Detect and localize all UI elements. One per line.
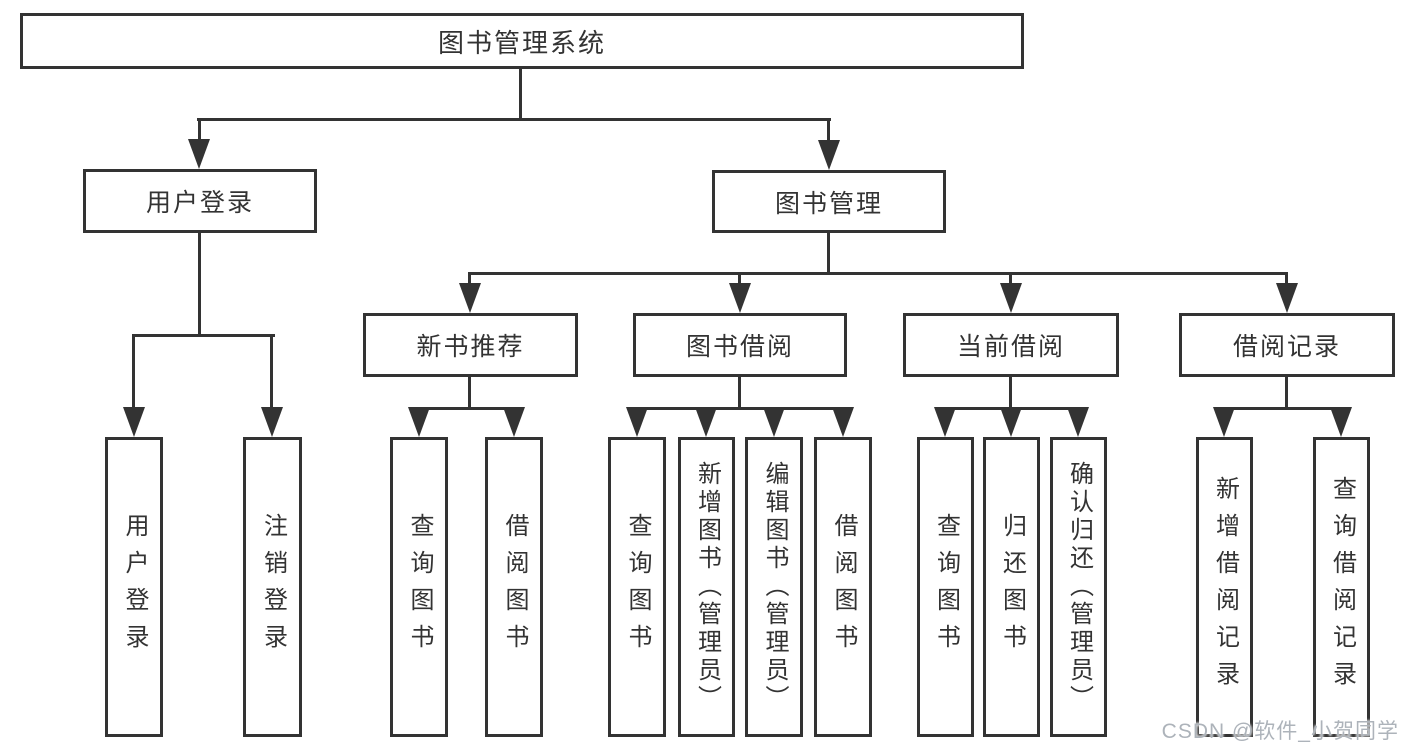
node-system-root-label: 图书管理系统 <box>437 27 606 58</box>
connector-user-login-drop <box>198 118 201 140</box>
connector-new-book-rec-stem <box>468 377 471 410</box>
node-return-books: 归还图书 <box>983 437 1040 737</box>
arrowhead-confirm-return-admin <box>1067 407 1089 437</box>
node-book-mgmt: 图书管理 <box>712 170 946 233</box>
node-current-borrow-label: 当前借阅 <box>956 333 1065 361</box>
node-user-login: 用户登录 <box>83 169 317 233</box>
arrowhead-add-borrow-record <box>1213 407 1235 437</box>
arrowhead-user-login <box>188 139 210 169</box>
node-book-borrow-label: 图书借阅 <box>685 333 794 361</box>
connector-bus-user-login <box>132 334 275 337</box>
connector-new-book-rec-drop <box>468 272 471 286</box>
node-book-borrow: 图书借阅 <box>633 313 847 377</box>
node-logout-action-label: 注销登录 <box>259 513 287 661</box>
connector-bus-level2 <box>197 118 831 121</box>
node-borrow-records-label: 借阅记录 <box>1232 333 1341 361</box>
node-logout-action: 注销登录 <box>243 437 302 737</box>
connector-book-borrow-drop <box>738 272 741 286</box>
node-new-book-rec: 新书推荐 <box>363 313 578 377</box>
connector-bus-book-borrow <box>635 407 845 410</box>
node-query-books-current-label: 查询图书 <box>932 513 960 661</box>
node-add-books-admin-label: 新增图书（管理员） <box>693 461 721 713</box>
arrowhead-query-borrow-record <box>1330 407 1352 437</box>
node-edit-books-admin: 编辑图书（管理员） <box>745 437 803 737</box>
connector-logout-drop <box>270 334 273 409</box>
node-query-books-borrow-label: 查询图书 <box>624 513 651 661</box>
node-book-mgmt-label: 图书管理 <box>774 189 883 218</box>
connector-borrow-records-stem <box>1285 377 1288 410</box>
node-borrow-records: 借阅记录 <box>1179 313 1395 377</box>
connector-book-mgmt-stem <box>827 233 830 275</box>
node-add-borrow-record: 新增借阅记录 <box>1196 437 1253 737</box>
node-query-books-current: 查询图书 <box>917 437 974 737</box>
arrowhead-borrow-records <box>1276 283 1298 313</box>
connector-book-borrow-stem <box>738 377 741 410</box>
arrowhead-add-books-admin <box>695 407 717 437</box>
node-current-borrow: 当前借阅 <box>903 313 1119 377</box>
node-query-books-newrec-label: 查询图书 <box>406 513 433 661</box>
arrowhead-borrow-books-borrow <box>832 407 854 437</box>
node-user-login-action-label: 用户登录 <box>121 513 148 661</box>
node-borrow-books-borrow: 借阅图书 <box>814 437 872 737</box>
node-query-borrow-record: 查询借阅记录 <box>1313 437 1370 737</box>
node-confirm-return-admin-label: 确认归还（管理员） <box>1065 461 1093 713</box>
arrowhead-query-books-borrow <box>626 407 648 437</box>
arrowhead-return-books <box>1000 407 1022 437</box>
connector-bus-new-book-rec <box>417 407 516 410</box>
arrowhead-new-book-rec <box>459 283 481 313</box>
node-user-login-action: 用户登录 <box>105 437 163 737</box>
connector-bus-level3 <box>468 272 1288 275</box>
arrowhead-borrow-books-newrec <box>503 407 525 437</box>
node-new-book-rec-label: 新书推荐 <box>416 333 525 361</box>
arrowhead-book-mgmt <box>818 140 840 170</box>
node-edit-books-admin-label: 编辑图书（管理员） <box>761 461 788 713</box>
node-system-root: 图书管理系统 <box>20 13 1024 69</box>
connector-current-borrow-drop <box>1009 272 1012 286</box>
node-query-books-borrow: 查询图书 <box>608 437 666 737</box>
connector-book-mgmt-drop <box>827 118 830 142</box>
connector-borrow-records-drop <box>1285 272 1288 286</box>
arrowhead-logout <box>261 407 283 437</box>
node-query-books-newrec: 查询图书 <box>390 437 448 737</box>
node-borrow-books-newrec: 借阅图书 <box>485 437 543 737</box>
connector-root-stem <box>519 68 522 121</box>
node-return-books-label: 归还图书 <box>998 513 1026 661</box>
node-user-login-label: 用户登录 <box>145 189 254 217</box>
node-add-borrow-record-label: 新增借阅记录 <box>1211 476 1239 698</box>
arrowhead-book-borrow <box>729 283 751 313</box>
arrowhead-query-books-newrec <box>408 407 430 437</box>
arrowhead-current-borrow <box>1000 283 1022 313</box>
arrowhead-edit-books-admin <box>763 407 785 437</box>
connector-login-drop <box>132 334 135 409</box>
node-confirm-return-admin: 确认归还（管理员） <box>1050 437 1107 737</box>
node-add-books-admin: 新增图书（管理员） <box>678 437 735 737</box>
arrowhead-login <box>123 407 145 437</box>
arrowhead-query-books-current <box>934 407 956 437</box>
csdn-watermark: CSDN @软件_小贺同学 <box>1161 720 1399 743</box>
node-query-borrow-record-label: 查询借阅记录 <box>1328 476 1356 698</box>
node-borrow-books-borrow-label: 借阅图书 <box>830 513 857 661</box>
node-borrow-books-newrec-label: 借阅图书 <box>501 513 528 661</box>
connector-current-borrow-stem <box>1009 377 1012 410</box>
connector-bus-borrow-records <box>1222 407 1343 410</box>
connector-user-login-stem <box>198 233 201 337</box>
